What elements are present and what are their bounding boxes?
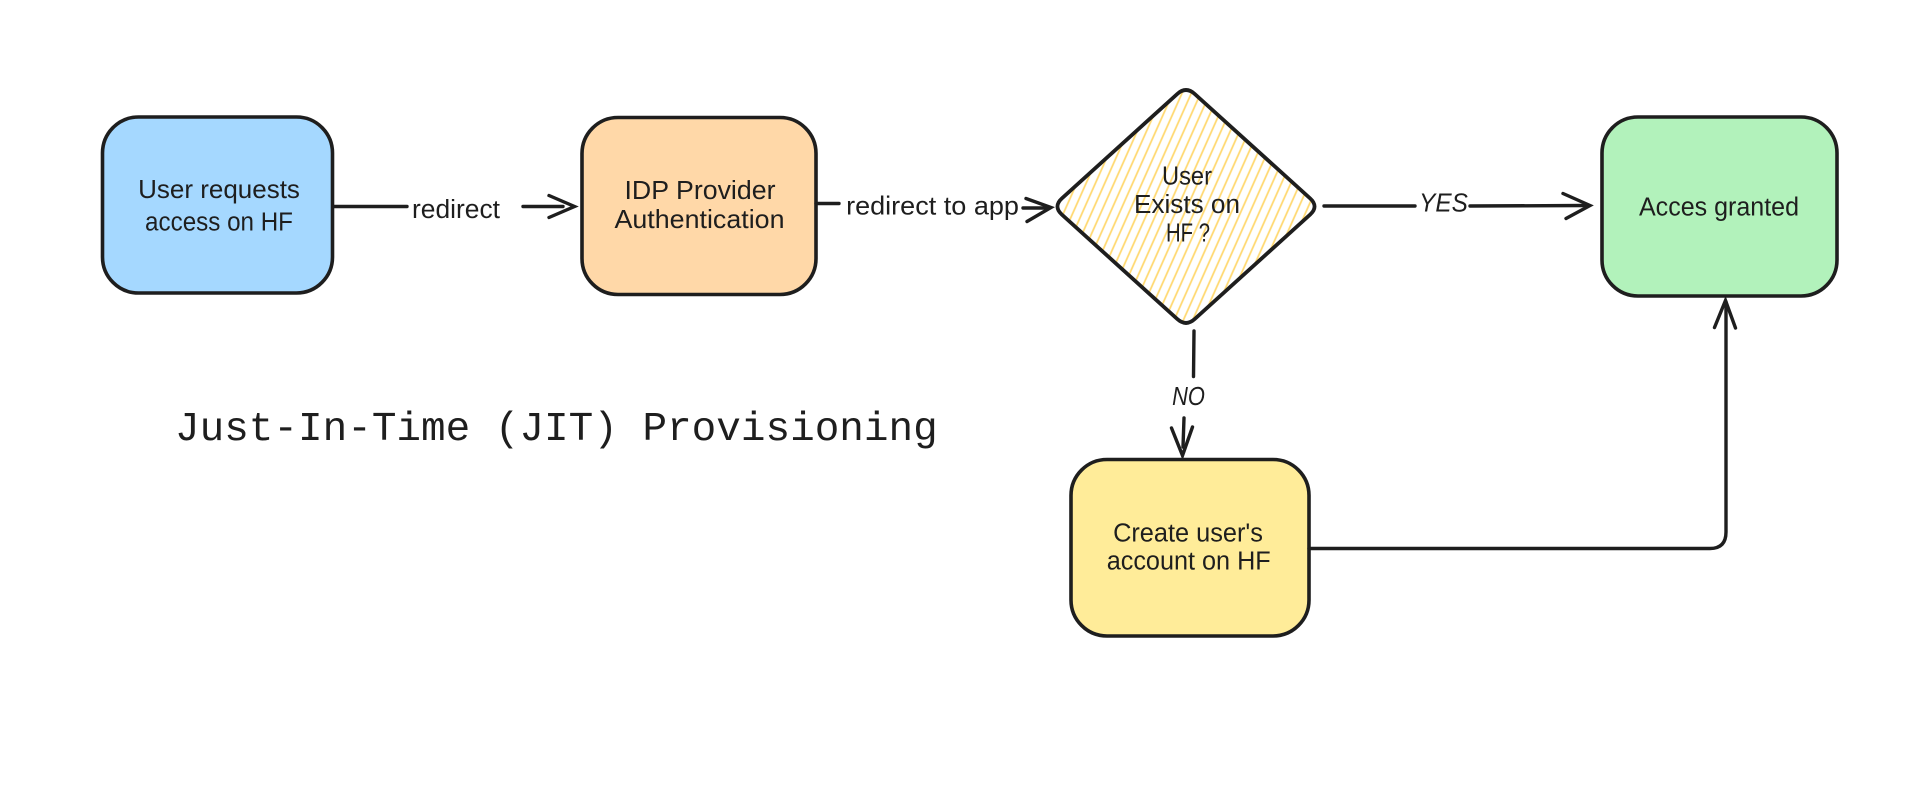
svg-text:Acces granted: Acces granted bbox=[1639, 193, 1799, 222]
svg-text:Just-In-Time (JIT) Provisionin: Just-In-Time (JIT) Provisioning bbox=[175, 407, 938, 453]
svg-text:access on HF: access on HF bbox=[145, 208, 293, 237]
svg-text:YES: YES bbox=[1419, 189, 1468, 218]
svg-text:Authentication: Authentication bbox=[615, 204, 785, 234]
svg-text:HF ?: HF ? bbox=[1166, 218, 1210, 247]
svg-text:IDP Provider: IDP Provider bbox=[625, 175, 776, 205]
svg-text:Exists on: Exists on bbox=[1134, 189, 1240, 219]
svg-text:NO: NO bbox=[1172, 382, 1205, 411]
svg-text:redirect to app: redirect to app bbox=[846, 191, 1019, 220]
svg-text:Create user's: Create user's bbox=[1113, 519, 1263, 547]
svg-text:User requests: User requests bbox=[138, 174, 300, 204]
svg-text:account on HF: account on HF bbox=[1107, 547, 1271, 575]
svg-text:redirect: redirect bbox=[412, 194, 501, 224]
svg-text:User: User bbox=[1162, 162, 1212, 191]
